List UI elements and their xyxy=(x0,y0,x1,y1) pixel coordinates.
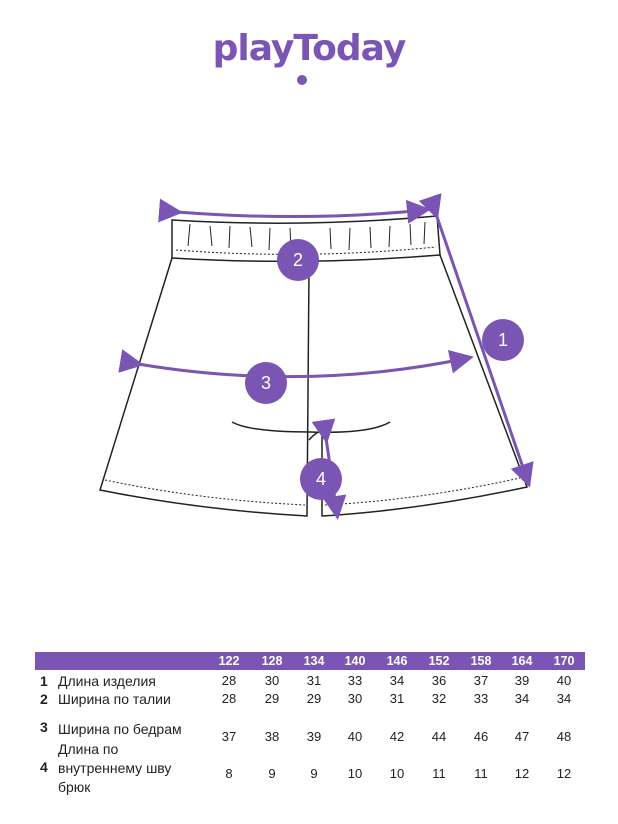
row-label: внутреннему шву xyxy=(58,760,172,776)
table-cell: 32 xyxy=(431,691,447,706)
size-header: 164 xyxy=(511,654,533,668)
table-cell: 30 xyxy=(264,673,280,688)
table-cell: 31 xyxy=(389,691,405,706)
size-header: 146 xyxy=(386,654,408,668)
table-cell: 10 xyxy=(347,766,363,781)
shorts-diagram: 1 2 3 4 xyxy=(99,193,534,520)
table-cell: 28 xyxy=(221,673,237,688)
row-number: 2 xyxy=(40,691,48,707)
brand-logo: playToday xyxy=(212,28,407,69)
logo-dot xyxy=(297,75,307,85)
table-cell: 40 xyxy=(347,729,363,744)
waist-arrow xyxy=(158,198,431,224)
badge-4: 4 xyxy=(316,469,326,489)
row-number: 4 xyxy=(40,759,48,775)
row-number: 3 xyxy=(40,719,48,735)
table-cell: 12 xyxy=(556,766,572,781)
table-cell: 11 xyxy=(474,766,488,781)
row-label: Ширина по талии xyxy=(58,691,171,707)
size-header: 134 xyxy=(303,654,325,668)
size-header: 170 xyxy=(553,654,575,668)
size-header: 122 xyxy=(218,654,240,668)
table-cell: 8 xyxy=(225,766,233,781)
table-cell: 10 xyxy=(389,766,405,781)
table-cell: 46 xyxy=(473,729,489,744)
row-label: Ширина по бедрам xyxy=(58,721,182,737)
table-cell: 47 xyxy=(514,729,530,744)
table-cell: 37 xyxy=(221,729,237,744)
size-header: 158 xyxy=(470,654,492,668)
table-cell: 12 xyxy=(514,766,530,781)
table-cell: 29 xyxy=(306,691,322,706)
table-cell: 39 xyxy=(514,673,530,688)
table-cell: 37 xyxy=(473,673,489,688)
badge-1: 1 xyxy=(498,330,508,350)
size-header: 128 xyxy=(261,654,283,668)
table-cell: 28 xyxy=(221,691,237,706)
table-cell: 29 xyxy=(264,691,280,706)
table-cell: 48 xyxy=(556,729,572,744)
row-number: 1 xyxy=(40,673,48,689)
table-cell: 42 xyxy=(389,729,405,744)
table-cell: 38 xyxy=(264,729,280,744)
table-cell: 34 xyxy=(556,691,572,706)
table-cell: 44 xyxy=(431,729,447,744)
table-cell: 30 xyxy=(347,691,363,706)
table-cell: 31 xyxy=(306,673,322,688)
table-cell: 34 xyxy=(514,691,530,706)
badge-2: 2 xyxy=(293,250,303,270)
table-header-bar xyxy=(35,652,585,670)
table-cell: 33 xyxy=(473,691,489,706)
row-label: Длина изделия xyxy=(58,673,156,689)
table-cell: 11 xyxy=(432,766,446,781)
row-label: Длина по xyxy=(58,741,119,757)
row-label: брюк xyxy=(58,779,91,795)
badge-3: 3 xyxy=(261,373,271,393)
size-header: 152 xyxy=(428,654,450,668)
size-header: 140 xyxy=(344,654,366,668)
length-arrow xyxy=(418,193,534,488)
table-cell: 9 xyxy=(310,766,318,781)
badges xyxy=(245,239,524,500)
table-cell: 9 xyxy=(268,766,276,781)
table-cell: 39 xyxy=(306,729,322,744)
table-cell: 33 xyxy=(347,673,363,688)
table-cell: 40 xyxy=(556,673,572,688)
table-cell: 34 xyxy=(389,673,405,688)
hip-arrow xyxy=(118,349,474,379)
table-cell: 36 xyxy=(431,673,447,688)
